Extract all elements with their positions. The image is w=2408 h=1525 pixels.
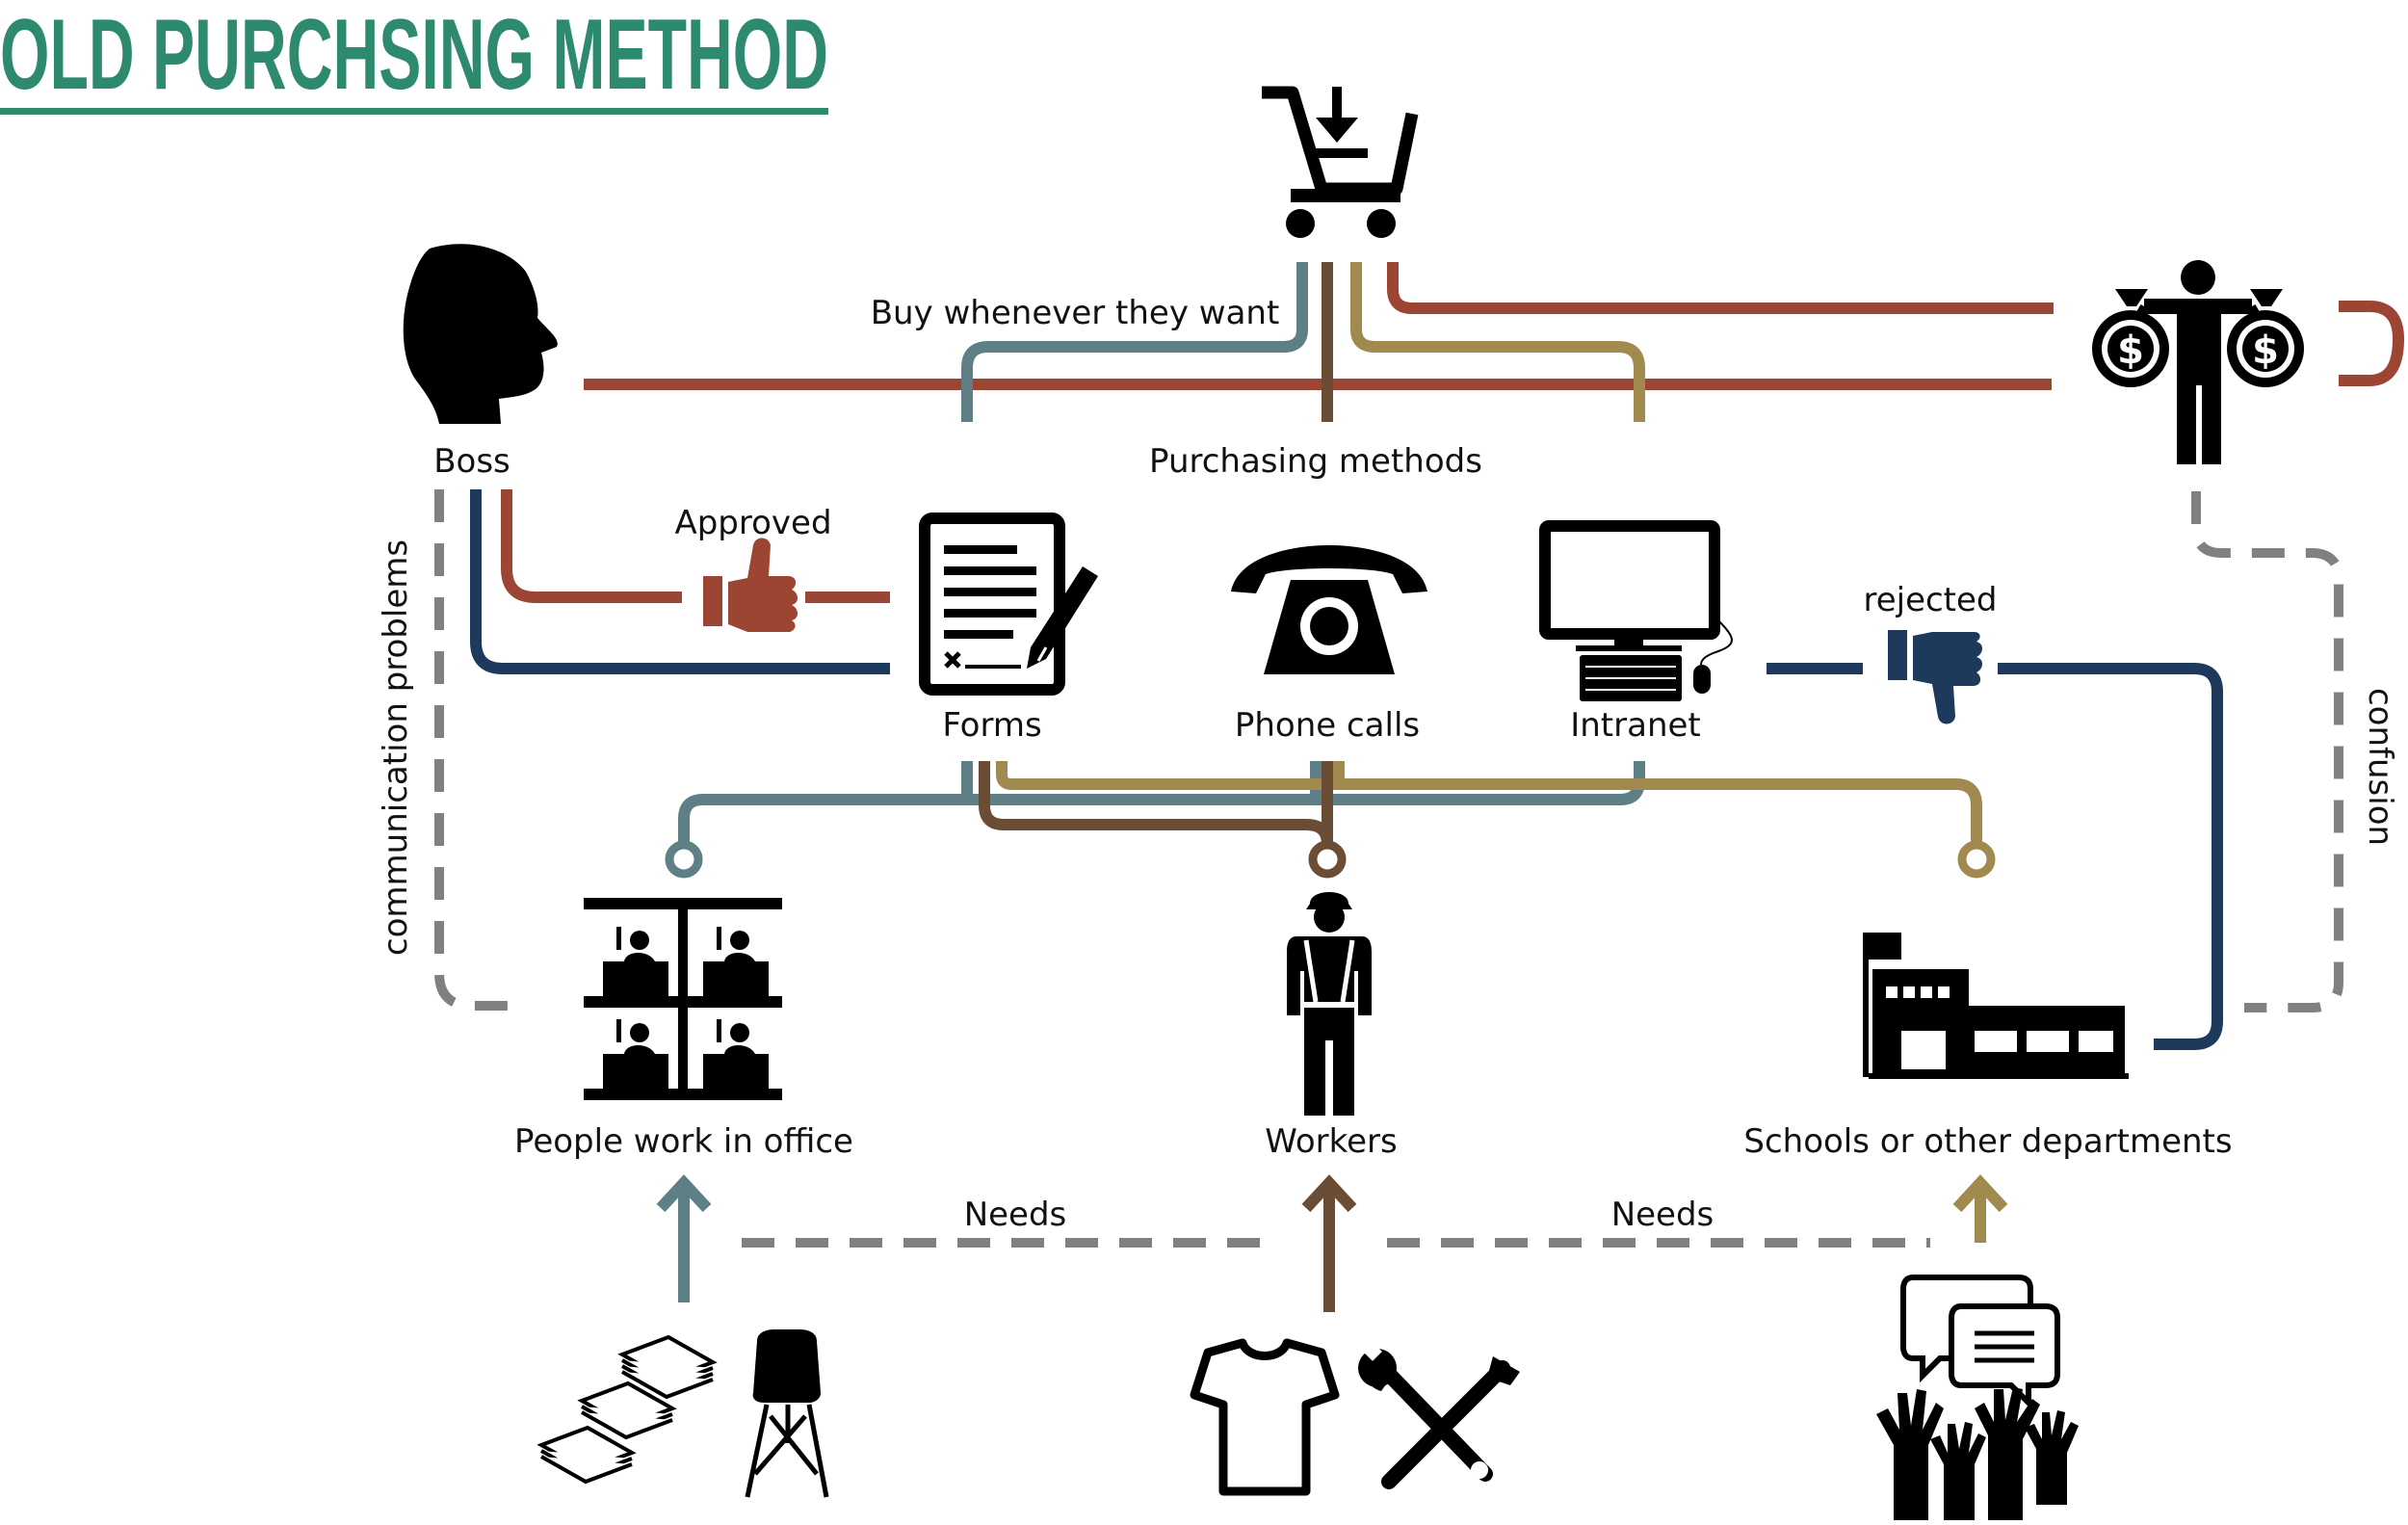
forms-document-icon <box>919 513 1098 696</box>
boss-forms-navy-line <box>470 489 890 674</box>
office-arrow-icon <box>656 1174 712 1302</box>
money-scale-icon: $ $ <box>2092 260 2304 464</box>
thumbs-up-icon <box>703 538 798 632</box>
chair-icon <box>745 1329 829 1498</box>
top-connectors <box>584 262 2405 422</box>
school-building-icon <box>1863 933 2129 1079</box>
approved-label: Approved <box>674 504 831 542</box>
worker-icon <box>1287 892 1372 1116</box>
needs-left-label: Needs <box>964 1196 1067 1234</box>
workers-junction <box>1308 840 1347 879</box>
shopping-cart-icon <box>1262 86 1419 238</box>
chat-hands-icon <box>1876 1275 2079 1520</box>
cart-scale-line <box>1387 262 2054 314</box>
schools-junction <box>1957 840 1996 879</box>
cart-intranet-line <box>1350 262 1645 422</box>
need-arrows <box>656 1174 2008 1312</box>
telephone-icon <box>1231 545 1427 674</box>
forms-label: Forms <box>942 706 1041 745</box>
boss-approved-line <box>501 489 682 603</box>
needs-right-label: Needs <box>1611 1196 1714 1234</box>
page-title: OLD PURCHSING METHOD <box>0 0 828 111</box>
middle-connectors <box>678 761 1982 845</box>
office-junction <box>665 840 703 879</box>
workers-arrow-icon <box>1301 1174 1357 1312</box>
boss-links <box>470 489 890 674</box>
svg-text:$: $ <box>2252 329 2279 373</box>
communication-problems-label: communication problems <box>377 539 415 956</box>
phone-calls-label: Phone calls <box>1235 706 1420 745</box>
rejected-links <box>1767 663 2223 1050</box>
boss-head-icon <box>403 244 558 424</box>
cart-forms-line <box>961 262 1308 422</box>
paper-stack-icon <box>537 1334 718 1485</box>
boss-label: Boss <box>433 442 510 481</box>
svg-text:$: $ <box>2117 329 2144 373</box>
gold-schools-line <box>996 761 1982 842</box>
intranet-computer-icon <box>1539 520 1733 701</box>
buy-whenever-label: Buy whenever they want <box>871 294 1280 332</box>
dashed-lines <box>434 489 2343 1248</box>
junction-rings <box>665 840 1996 879</box>
schools-arrow-icon <box>1952 1174 2008 1243</box>
confusion-dashed-line <box>2191 491 2343 1012</box>
thumbs-down-icon <box>1888 630 1982 724</box>
scale-return-arc <box>2339 301 2405 386</box>
rejected-schools-line <box>1998 663 2223 1050</box>
purchasing-methods-label: Purchasing methods <box>1149 442 1482 481</box>
communication-dashed-line <box>434 489 510 1011</box>
workers-label: Workers <box>1265 1122 1398 1161</box>
confusion-label: confusion <box>2361 688 2399 846</box>
schools-label: Schools or other departments <box>1743 1122 2232 1161</box>
title-underline <box>0 108 828 115</box>
rejected-label: rejected <box>1863 581 1997 619</box>
tshirt-icon <box>1190 1338 1340 1496</box>
office-cubicles-icon <box>584 898 782 1100</box>
tools-icon <box>1358 1342 1520 1489</box>
slate-office-line <box>678 794 967 842</box>
office-label: People work in office <box>514 1122 853 1161</box>
intranet-label: Intranet <box>1570 706 1701 745</box>
